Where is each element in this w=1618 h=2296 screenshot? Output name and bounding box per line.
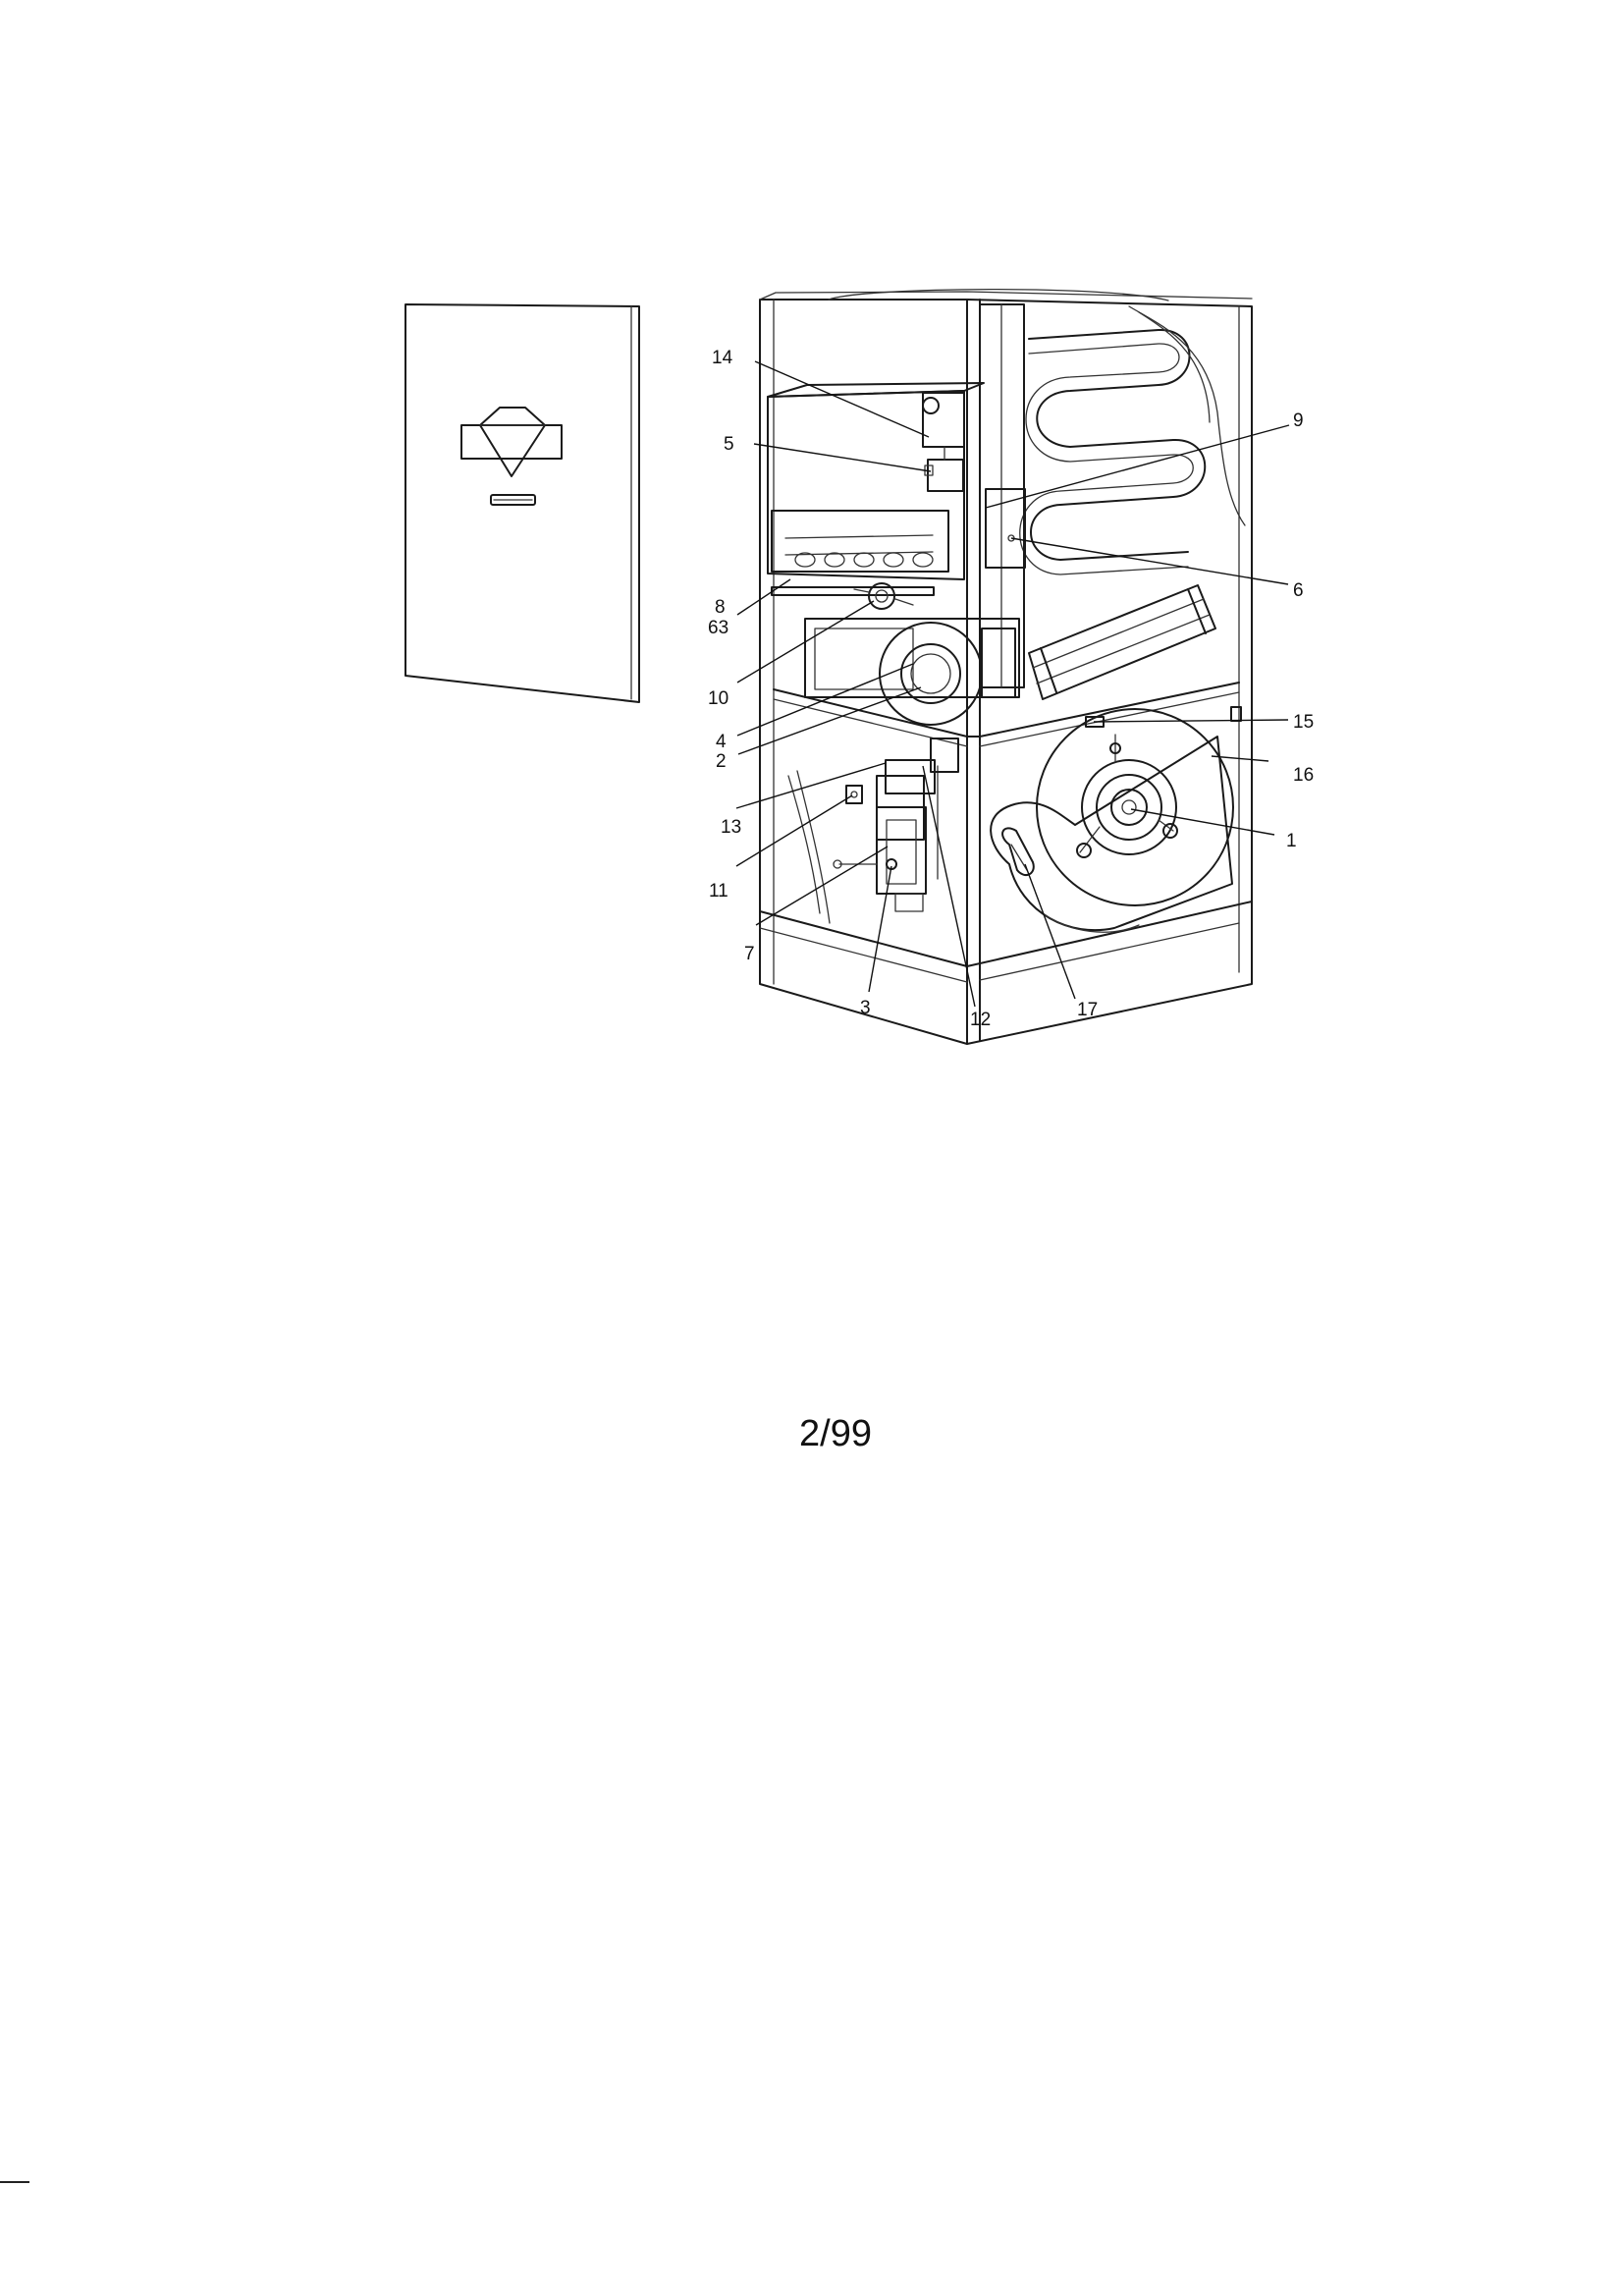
callout-10: 10 [708, 688, 728, 709]
callout-8: 8 [715, 597, 726, 618]
callout-4: 4 [716, 732, 727, 752]
callout-16: 16 [1293, 765, 1314, 786]
blower-latch [1001, 827, 1035, 877]
circulating-blower [990, 708, 1234, 932]
callout-63: 63 [708, 618, 728, 638]
callout-3: 3 [860, 998, 871, 1018]
furnace-cabinet [759, 288, 1253, 1045]
gas-valve [922, 392, 965, 492]
callout-13: 13 [721, 817, 741, 838]
callout-2: 2 [716, 751, 727, 772]
leader-lines [735, 360, 1290, 1008]
callout-7: 7 [744, 944, 755, 964]
callout-6: 6 [1293, 580, 1304, 601]
callout-5: 5 [724, 434, 734, 455]
control-board [833, 738, 959, 912]
callout-12: 12 [970, 1010, 991, 1030]
front-door-panel [404, 303, 640, 703]
callout-14: 14 [712, 348, 733, 368]
callout-1: 1 [1286, 831, 1297, 851]
revision-date: 2/99 [799, 1413, 872, 1454]
door-handle-icon [490, 494, 536, 506]
callout-17: 17 [1077, 1000, 1098, 1020]
heat-exchanger [1019, 305, 1246, 575]
callout-11: 11 [709, 881, 728, 902]
inducer-blower [804, 618, 1020, 726]
burner-assembly [767, 382, 985, 596]
air-intake-pipe [1028, 584, 1216, 700]
callout-9: 9 [1293, 410, 1304, 431]
brand-logo-icon [460, 407, 563, 477]
callout-labels: 14 5 9 6 8 63 10 4 2 13 11 7 3 12 17 15 … [708, 348, 1314, 1030]
callout-15: 15 [1293, 712, 1314, 733]
igniter [853, 582, 914, 610]
